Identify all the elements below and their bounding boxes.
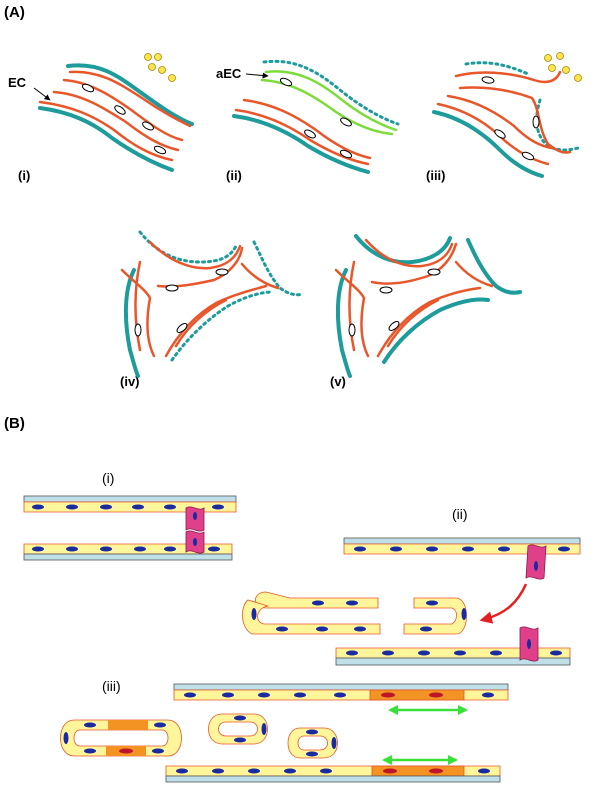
panel-b-label: (B) [4,415,25,432]
panel-a-stage-i: (i) [18,168,31,183]
panel-b-stage-i-vessel-bottom [23,530,233,561]
panel-b-stage-ii-sprouts [242,591,467,635]
panel-a-stage-ii-vessel [232,59,400,174]
panel-b-stage-iii-loop-mid [208,713,268,745]
panel-b-stage-iii-loop-small [287,727,338,759]
panel-b-stage-ii-vessel-bottom [335,626,571,666]
panel-a-label: (A) [4,4,25,21]
panel-a-stage-v: (v) [330,374,346,389]
ec-pointer-arrow [33,87,51,101]
panel-a-stage-ii: (ii) [226,168,242,183]
panel-a-stage-iii: (iii) [426,168,446,183]
growth-factor-dots-i [144,53,176,82]
panel-a-stage-iv-network [120,230,304,378]
migration-arrow [479,583,528,624]
panel-a-stage-iii-vessel [432,61,580,178]
panel-b-stage-iii-vessel-top [173,683,509,701]
panel-a-stage-i-vessel [38,63,194,172]
panel-a-stage-iv: (iv) [120,374,140,389]
panel-b-stage-iii-loop-large [60,719,182,757]
aec-callout: aEC [216,66,242,81]
panel-b-stage-i: (i) [102,470,115,486]
growth-factor-dots-iii [544,52,582,82]
panel-a-stage-v-network [334,234,522,378]
aec-pointer-arrow [245,72,269,79]
panel-b-stage-iii: (iii) [102,678,121,694]
ec-callout: EC [8,75,27,90]
panel-b-stage-ii-vessel-top [343,537,581,580]
panel-b-stage-ii: (ii) [452,506,468,522]
panel-b-stage-iii-vessel-bottom [165,765,501,783]
panel-b-stage-i-vessel-top [23,495,237,532]
